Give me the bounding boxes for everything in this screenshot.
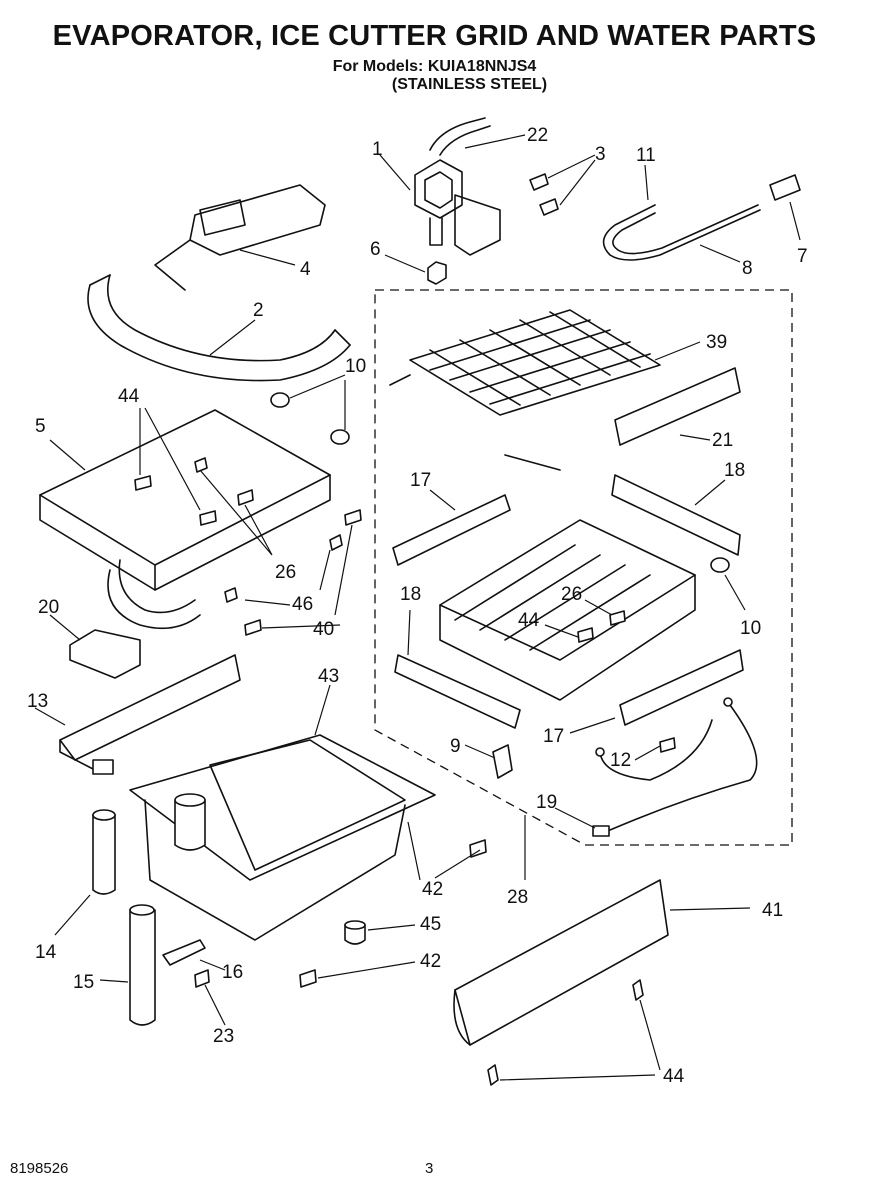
evaporator-frame-part (39, 409, 331, 630)
water-trough-part (59, 654, 241, 775)
long-drain-tube-part (129, 904, 156, 1026)
callout-10-top: 10 (345, 356, 366, 377)
callout-5: 5 (35, 416, 46, 437)
callout-18-left: 18 (400, 584, 421, 605)
nut-part (427, 261, 447, 285)
callout-46: 46 (292, 594, 313, 615)
clip-part (162, 939, 206, 966)
callout-9: 9 (450, 736, 461, 757)
water-valve-part (414, 117, 501, 256)
callout-13: 13 (27, 691, 48, 712)
callout-21: 21 (712, 430, 733, 451)
callout-6: 6 (370, 239, 381, 260)
callout-20: 20 (38, 597, 59, 618)
ice-bin-part (129, 734, 436, 941)
grid-rail-upper-right (611, 474, 741, 556)
deflector-strip-part (614, 367, 741, 446)
water-tube-part (602, 174, 801, 261)
models-line: For Models: KUIA18NNJS4 (332, 58, 537, 75)
callout-12: 12 (610, 750, 631, 771)
callout-40: 40 (313, 619, 334, 640)
document-number: 8198526 (10, 1160, 69, 1177)
callout-44-left: 44 (118, 386, 140, 407)
variant-line: (STAINLESS STEEL) (391, 76, 548, 93)
grid-rail-lower-left (394, 654, 521, 729)
callout-23: 23 (213, 1026, 234, 1047)
screw-parts (134, 457, 676, 1086)
callout-41: 41 (762, 900, 783, 921)
callout-3: 3 (595, 144, 606, 165)
bushing-part (270, 392, 730, 573)
page-number: 3 (425, 1160, 434, 1177)
callout-8: 8 (742, 258, 753, 279)
callout-39: 39 (706, 332, 727, 353)
page-title: EVAPORATOR, ICE CUTTER GRID AND WATER PA… (52, 20, 817, 52)
bracket-part (69, 629, 141, 679)
callout-42-lower: 42 (420, 951, 441, 972)
foot-part (344, 920, 366, 945)
curved-tube-part (87, 274, 351, 382)
callout-28: 28 (507, 887, 528, 908)
sensor-part (492, 744, 513, 779)
grid-rail-lower-right (619, 649, 744, 726)
callout-18-right: 18 (724, 460, 745, 481)
callout-44-panel: 44 (663, 1066, 685, 1087)
callout-17-lower: 17 (543, 726, 564, 747)
callout-44-center: 44 (518, 610, 540, 631)
callout-labels: 1 22 3 11 6 4 8 7 2 39 10 44 5 21 17 18 … (27, 125, 808, 1087)
callout-16: 16 (222, 962, 243, 983)
callout-26-left: 26 (275, 562, 296, 583)
callout-42-upper: 42 (422, 879, 443, 900)
callout-26-center: 26 (561, 584, 582, 605)
callout-15: 15 (73, 972, 94, 993)
evaporator-assembly-boundary (374, 289, 793, 846)
callout-43: 43 (318, 666, 339, 687)
callout-17-top: 17 (410, 470, 431, 491)
grid-rail-upper-left (392, 494, 511, 566)
callout-4: 4 (300, 259, 311, 280)
model-info: For Models: KUIA18NNJS4 (STAINLESS STEEL… (0, 58, 869, 94)
front-panel-edge (453, 989, 471, 1046)
callout-1: 1 (372, 139, 383, 160)
mounting-screws-part (529, 173, 559, 216)
evaporator-grid-part (389, 309, 661, 471)
drain-tube-part (92, 809, 116, 895)
callout-45: 45 (420, 914, 441, 935)
callout-11: 11 (636, 145, 656, 166)
callout-10-right: 10 (740, 618, 761, 639)
wire-harness-part (592, 697, 758, 837)
callout-14: 14 (35, 942, 57, 963)
callout-22: 22 (527, 125, 548, 146)
ice-cutter-grid-part (439, 519, 696, 701)
callout-19: 19 (536, 792, 557, 813)
callout-2: 2 (253, 300, 264, 321)
callout-7: 7 (797, 246, 808, 267)
leader-lines (34, 134, 801, 1081)
front-panel-part (454, 879, 669, 1046)
heater-tube-part (154, 184, 326, 291)
